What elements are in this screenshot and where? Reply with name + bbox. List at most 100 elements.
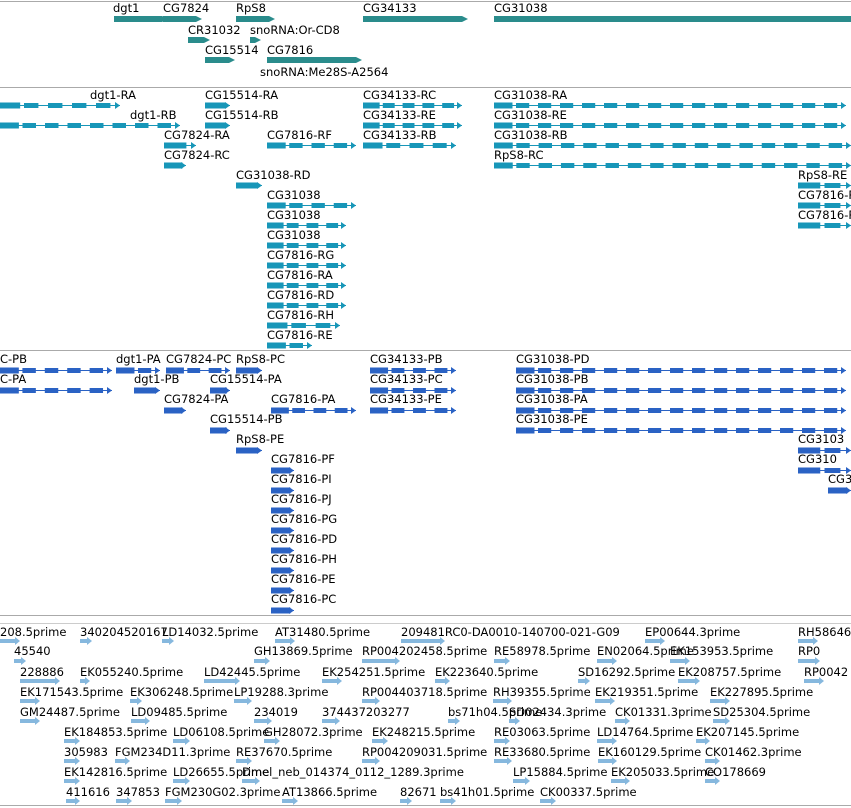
transcript-feature[interactable]: CG31038-RA [494, 88, 846, 109]
protein-feature[interactable]: CG34133-PC [370, 372, 456, 394]
transcript-feature[interactable]: CG31038 [267, 188, 356, 209]
transcript-feature[interactable]: CG7816-RF [267, 128, 356, 149]
transcript-feature[interactable]: CG7816-RE [267, 328, 333, 349]
transcript-feature[interactable]: dgt1-RB [0, 108, 180, 129]
est-feature[interactable]: SD02434.3prime [509, 705, 606, 725]
est-feature[interactable]: RP004202458.5prime [362, 644, 487, 665]
protein-feature[interactable]: C-PA [0, 372, 112, 394]
transcript-feature[interactable]: CG34133-RC [363, 88, 462, 109]
transcript-feature[interactable]: CG31038 [267, 228, 346, 249]
protein-feature[interactable]: CG7816-PD [271, 532, 337, 554]
protein-feature[interactable]: CG31038-PE [516, 412, 846, 434]
est-feature[interactable]: RH58646 [798, 625, 851, 645]
protein-feature[interactable]: CG31038-PD [516, 352, 846, 374]
protein-feature[interactable]: CG3 [828, 472, 851, 494]
est-feature[interactable]: 411616 [66, 785, 110, 805]
transcript-feature[interactable]: CG7816-RD [267, 288, 346, 309]
transcript-feature[interactable]: dgt1-RA [0, 88, 136, 109]
protein-feature[interactable]: dgt1-PB [134, 372, 180, 394]
protein-feature[interactable]: dgt1-PA [116, 352, 161, 374]
est-feature[interactable]: RP0042 [804, 665, 848, 685]
est-feature[interactable]: CK01331.3prime [615, 705, 712, 725]
est-feature[interactable]: 340204520167 [80, 625, 168, 645]
est-feature[interactable]: 234019 [254, 705, 298, 725]
est-feature[interactable]: RP004403718.5prime [362, 685, 487, 705]
gene-feature[interactable]: CG31038 [494, 1, 851, 22]
est-feature[interactable]: EK160129.5prime [598, 745, 701, 765]
transcript-feature[interactable]: CG34133-RE [363, 108, 462, 129]
est-feature[interactable]: RH39355.5prime [493, 685, 591, 705]
transcript-feature[interactable]: CG7816-RJ [798, 208, 851, 229]
protein-feature[interactable]: CG7824-PA [164, 392, 229, 414]
est-feature[interactable]: CO178669 [705, 765, 766, 785]
est-feature[interactable]: 208.5prime [0, 625, 66, 645]
protein-feature[interactable]: CG15514-PA [210, 372, 282, 394]
est-feature[interactable]: Dmel_neb_014374_0112_1289.3prime [242, 765, 464, 785]
est-feature[interactable]: 45540 [14, 644, 51, 665]
est-feature[interactable]: LD06108.5prime [173, 725, 269, 745]
est-feature[interactable]: LD14764.5prime [597, 725, 693, 745]
protein-feature[interactable]: CG7816-PI [271, 472, 332, 494]
transcript-feature[interactable]: RpS8-RE [798, 168, 851, 189]
transcript-feature[interactable]: CG15514-RB [205, 108, 279, 129]
est-feature[interactable]: EK208757.5prime [678, 665, 781, 685]
est-feature[interactable]: GM24487.5prime [20, 705, 120, 725]
est-feature[interactable]: 347853 [116, 785, 160, 805]
transcript-feature[interactable]: CG34133-RB [363, 128, 456, 149]
transcript-feature[interactable]: CG7816-RH [267, 308, 340, 329]
transcript-feature[interactable]: CG31038-RE [494, 108, 846, 129]
est-feature[interactable]: AT13866.5prime [282, 785, 377, 805]
protein-feature[interactable]: CG7816-PH [271, 552, 337, 574]
protein-feature[interactable]: C-PB [0, 352, 112, 374]
est-feature[interactable]: FGM234D11.3prime [115, 745, 230, 765]
protein-feature[interactable]: CG31038-PB [516, 372, 846, 394]
est-feature[interactable]: RP0 [798, 644, 820, 665]
est-feature[interactable]: GH13869.5prime [254, 644, 353, 665]
protein-feature[interactable]: RpS8-PC [236, 352, 285, 374]
est-feature[interactable]: EK254251.5prime [322, 665, 425, 685]
est-feature[interactable]: EK207145.5prime [696, 725, 799, 745]
est-feature[interactable]: 374437203277 [322, 705, 410, 725]
est-feature[interactable]: GH28072.3prime [264, 725, 363, 745]
est-feature[interactable]: 82671 [400, 785, 437, 805]
est-feature[interactable]: EN02064.5prime [597, 644, 694, 665]
est-feature[interactable]: RE33680.5prime [494, 745, 590, 765]
gene-feature[interactable]: CG7816 [267, 43, 362, 63]
transcript-feature[interactable]: CG15514-RA [205, 88, 278, 109]
gene-feature[interactable]: CG15514 [205, 43, 259, 63]
est-feature[interactable]: CK01462.3prime [705, 745, 802, 765]
est-feature[interactable]: EK306248.5prime [130, 685, 233, 705]
gene-feature[interactable]: dgt1 [113, 1, 168, 22]
est-feature[interactable]: RE37670.5prime [236, 745, 332, 765]
est-feature[interactable]: 305983 [64, 745, 108, 765]
est-feature[interactable]: RE58978.5prime [494, 644, 590, 665]
gene-feature[interactable]: CR31032 [188, 23, 241, 43]
est-feature[interactable]: LD14032.5prime [162, 625, 258, 645]
est-feature[interactable]: 228886 [20, 665, 64, 685]
gene-feature[interactable]: CG7824 [163, 1, 209, 22]
protein-feature[interactable]: CG7816-PJ [271, 492, 332, 514]
est-feature[interactable]: LD42445.5prime [204, 665, 300, 685]
protein-feature[interactable]: CG15514-PB [210, 412, 283, 434]
est-feature[interactable]: LP19288.3prime [234, 685, 328, 705]
protein-feature[interactable]: CG3103 [798, 432, 851, 454]
est-feature[interactable]: EK171543.5prime [20, 685, 123, 705]
protein-feature[interactable]: CG31038-PA [516, 392, 846, 414]
est-feature[interactable]: EK223640.5prime [435, 665, 538, 685]
transcript-feature[interactable]: CG7816-RA [267, 268, 346, 289]
est-feature[interactable]: RP004209031.5prime [362, 745, 487, 765]
est-feature[interactable]: EP00644.3prime [645, 625, 740, 645]
est-feature[interactable]: EK248215.5prime [372, 725, 475, 745]
gene-feature[interactable]: snoRNA:Me28S-A2564 [260, 65, 388, 79]
est-feature[interactable]: EK205033.5prime [611, 765, 714, 785]
est-feature[interactable]: bs41h01.5prime [440, 785, 534, 805]
est-feature[interactable]: SD16292.5prime [578, 665, 675, 685]
est-feature[interactable]: RE03063.5prime [494, 725, 590, 745]
protein-feature[interactable]: RpS8-PE [236, 432, 284, 454]
est-feature[interactable]: EK153953.5prime [670, 644, 773, 665]
transcript-feature[interactable]: CG7816-RI [798, 188, 851, 209]
est-feature[interactable]: EK184853.5prime [64, 725, 167, 745]
est-feature[interactable]: AT31480.5prime [275, 625, 370, 645]
transcript-feature[interactable]: CG31038-RB [494, 128, 851, 149]
est-feature[interactable]: LP15884.5prime [513, 765, 607, 785]
